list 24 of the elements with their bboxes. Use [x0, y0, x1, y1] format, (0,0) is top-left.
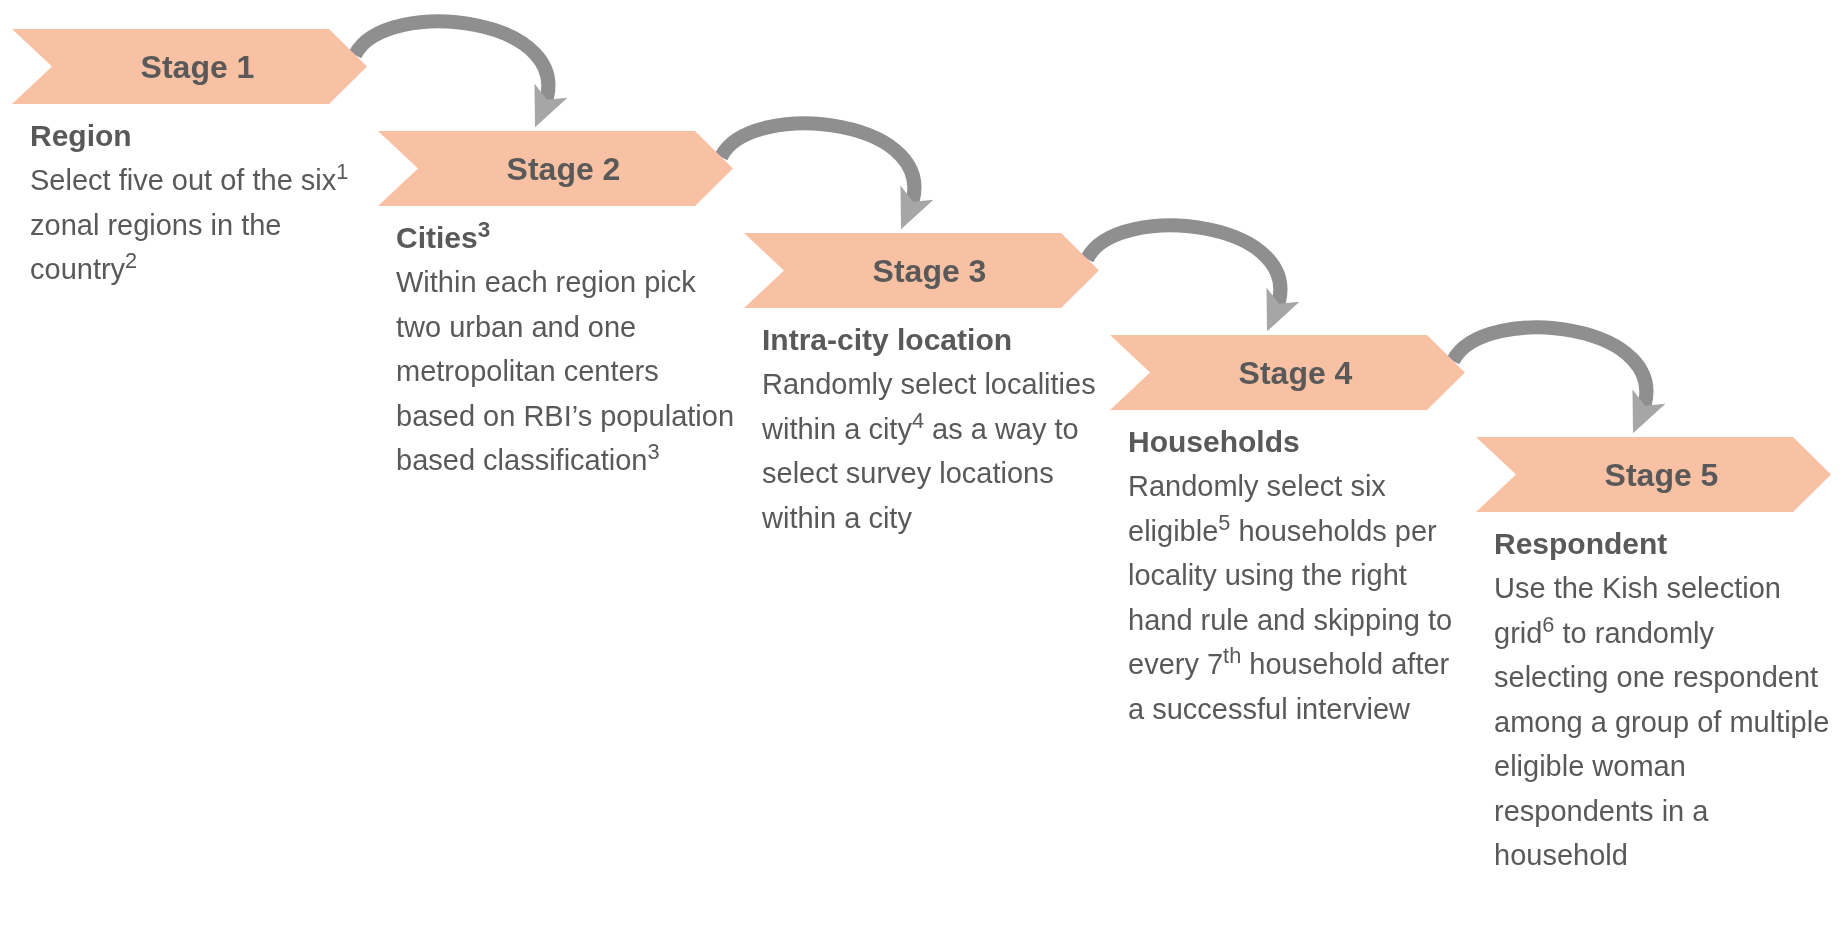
stage-heading: Respondent: [1494, 526, 1669, 562]
stage-heading: Households: [1128, 424, 1301, 460]
chevron-banner: [378, 131, 733, 206]
chevron-banner: [1110, 335, 1465, 410]
chevron-banner: [12, 29, 367, 104]
stage-label: Stage 2: [505, 149, 621, 189]
stage-description: Use the Kish selection grid$^{6}$ to randomly selecting one respondent among a group of multiple eligible woman respondents in a household: [1494, 571, 1831, 873]
stage-heading: Region: [30, 118, 133, 154]
stage-label: Stage 1: [139, 47, 255, 87]
chevron-banner: [1476, 437, 1831, 512]
stage-description: Randomly select six eligible$^{5}$ households per locality using the right hand rule and skipping to every 7$^{th}$ household after a successful interview: [1128, 469, 1454, 727]
stage-description: Select five out of the six$^{1}$ zonal regions in the country$^{2}$: [30, 158, 350, 287]
curved-arrow: [349, 14, 566, 129]
chevron-banner: [744, 233, 1099, 308]
stage-label: Stage 4: [1237, 353, 1353, 393]
stage-label: Stage 5: [1603, 455, 1719, 495]
curved-arrow: [1447, 320, 1664, 435]
curved-arrow: [715, 116, 932, 231]
stage-heading: Intra-city location: [762, 322, 1014, 358]
stage-description: Within each region pick two urban and one metropolitan centers based on RBI’s population based classification$^{3}$: [396, 265, 736, 478]
curved-arrow: [1081, 218, 1298, 333]
stage-description: Randomly select localities within a city$^{4}$ as a way to select survey locations within a city: [762, 367, 1097, 536]
stage-label: Stage 3: [871, 251, 987, 291]
stage-heading: Cities$^{3}$: [396, 216, 492, 256]
